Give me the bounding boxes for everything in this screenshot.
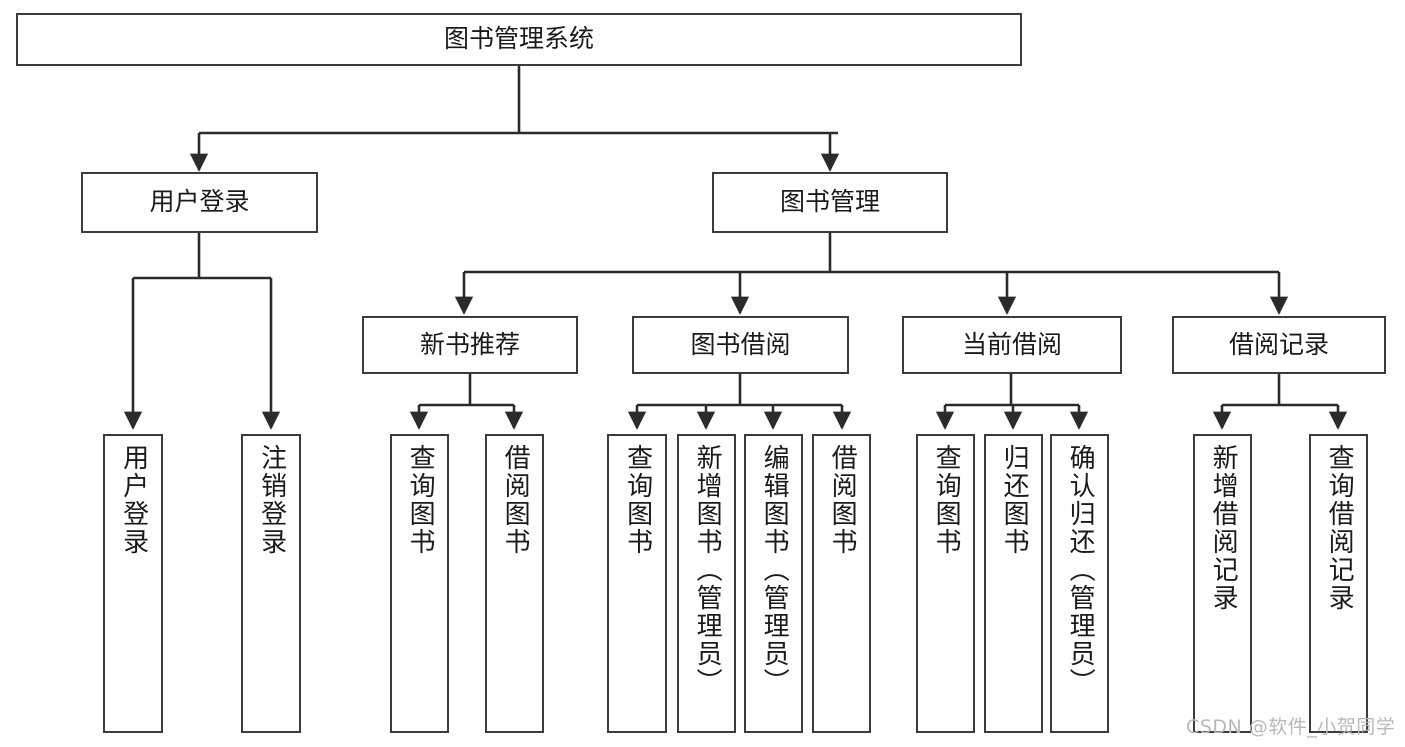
node-leaf-add-borrow-record-label: 新增借阅记录	[1208, 444, 1239, 612]
csdn-watermark: CSDN @软件_小贺同学	[1186, 716, 1396, 738]
node-leaf-query-book-2-label: 查询图书	[622, 444, 653, 556]
node-new-book-recommend-label: 新书推荐	[419, 329, 520, 359]
node-user-login-label: 用户登录	[149, 187, 250, 217]
node-leaf-borrow-book-1[interactable]: 借阅图书	[485, 434, 544, 733]
node-leaf-confirm-return-label: 确认归还（管理员）	[1065, 444, 1096, 696]
node-leaf-return-book-label: 归还图书	[999, 444, 1030, 556]
node-leaf-query-book-3[interactable]: 查询图书	[916, 434, 975, 733]
node-leaf-return-book[interactable]: 归还图书	[984, 434, 1043, 733]
node-leaf-query-book-1[interactable]: 查询图书	[390, 434, 449, 733]
node-leaf-borrow-book-2-label: 借阅图书	[827, 444, 858, 556]
node-user-login[interactable]: 用户登录	[81, 172, 318, 233]
node-current-borrow-label: 当前借阅	[961, 329, 1062, 359]
node-leaf-confirm-return[interactable]: 确认归还（管理员）	[1050, 434, 1109, 733]
node-leaf-borrow-book-2[interactable]: 借阅图书	[812, 434, 871, 733]
node-root-label: 图书管理系统	[443, 24, 594, 54]
node-leaf-logout-login-label: 注销登录	[256, 444, 287, 556]
node-book-borrow[interactable]: 图书借阅	[632, 316, 849, 374]
node-leaf-query-borrow-record[interactable]: 查询借阅记录	[1309, 434, 1368, 733]
node-book-borrow-label: 图书借阅	[690, 329, 791, 359]
node-book-management[interactable]: 图书管理	[712, 172, 948, 233]
node-leaf-add-borrow-record[interactable]: 新增借阅记录	[1193, 434, 1252, 733]
node-root[interactable]: 图书管理系统	[16, 13, 1022, 66]
node-current-borrow[interactable]: 当前借阅	[902, 316, 1122, 374]
node-leaf-logout-login[interactable]: 注销登录	[241, 434, 301, 733]
node-borrow-record[interactable]: 借阅记录	[1172, 316, 1386, 374]
node-new-book-recommend[interactable]: 新书推荐	[362, 316, 578, 374]
node-leaf-query-book-2[interactable]: 查询图书	[607, 434, 667, 733]
node-leaf-query-book-1-label: 查询图书	[405, 444, 436, 556]
node-leaf-borrow-book-1-label: 借阅图书	[500, 444, 531, 556]
node-leaf-user-login[interactable]: 用户登录	[103, 434, 163, 733]
node-leaf-add-book[interactable]: 新增图书（管理员）	[677, 434, 736, 733]
node-leaf-query-book-3-label: 查询图书	[931, 444, 962, 556]
node-leaf-add-book-label: 新增图书（管理员）	[692, 444, 723, 696]
node-leaf-query-borrow-record-label: 查询借阅记录	[1324, 444, 1355, 612]
node-leaf-user-login-label: 用户登录	[118, 444, 149, 556]
node-leaf-edit-book[interactable]: 编辑图书（管理员）	[744, 434, 803, 733]
node-leaf-edit-book-label: 编辑图书（管理员）	[759, 444, 790, 696]
node-borrow-record-label: 借阅记录	[1228, 329, 1329, 359]
node-book-management-label: 图书管理	[779, 187, 880, 217]
